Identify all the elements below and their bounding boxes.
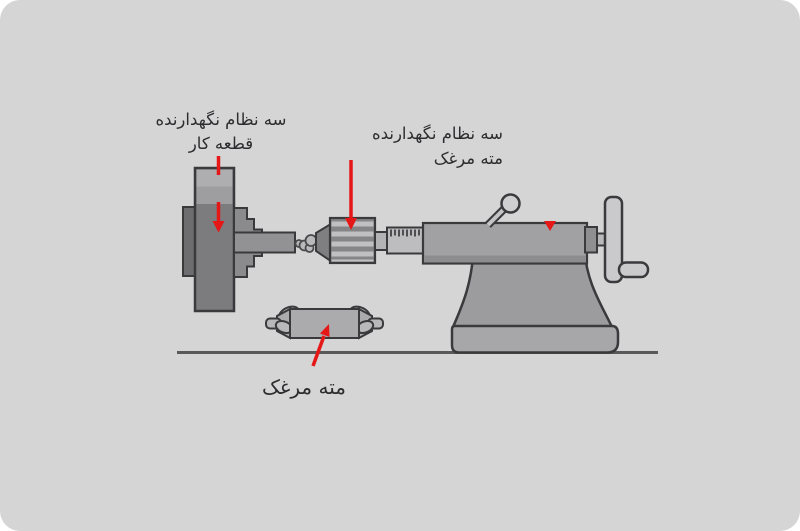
handwheel (603, 195, 624, 284)
quill-scale-ticks (390, 229, 420, 237)
drill-chuck-nose-cone (315, 222, 331, 263)
tailstock-housing-shadow-band (424, 255, 586, 262)
tailstock (421, 193, 650, 354)
crank-handle (617, 261, 650, 279)
graduated-quill (386, 226, 424, 255)
workpiece-chuck-label-line1: سه نظام نگهدارنده (155, 110, 287, 129)
chuck-top-band-light (196, 169, 233, 187)
tailstock-base (450, 324, 620, 354)
workpiece (233, 231, 296, 254)
chuck-arbor-shaft (374, 231, 388, 251)
chuck-top-band-mid (196, 186, 233, 204)
center-drill-arrow (311, 324, 330, 367)
drill-chuck-label-line1: سه نظام نگهدارنده (372, 124, 503, 143)
drill-chuck-label-line2: مته مرغک (433, 149, 503, 168)
center-drill-label-text: مته مرغک (262, 375, 346, 399)
drill-chuck-arrow (345, 160, 357, 230)
workpiece-chuck (182, 166, 296, 313)
center-drill-bit (294, 234, 318, 253)
clamp-lever-ball (500, 193, 521, 214)
workpiece-chuck-arrow (212, 156, 225, 233)
clamp-lever-arm (486, 207, 506, 227)
workpiece-chuck-label-line2: قطعه کار (188, 134, 254, 153)
drill-chuck-assembly (294, 216, 424, 265)
center-drill-part (265, 305, 384, 340)
workpiece-chuck-label: سه نظام نگهدارنده قطعه کار (121, 108, 321, 156)
drill-chuck-label: سه نظام نگهدارنده مته مرغک (323, 121, 503, 171)
center-drill-label: مته مرغک (204, 374, 404, 400)
tailstock-marker-arrowhead (544, 221, 556, 231)
handwheel-hub-block (584, 226, 598, 254)
